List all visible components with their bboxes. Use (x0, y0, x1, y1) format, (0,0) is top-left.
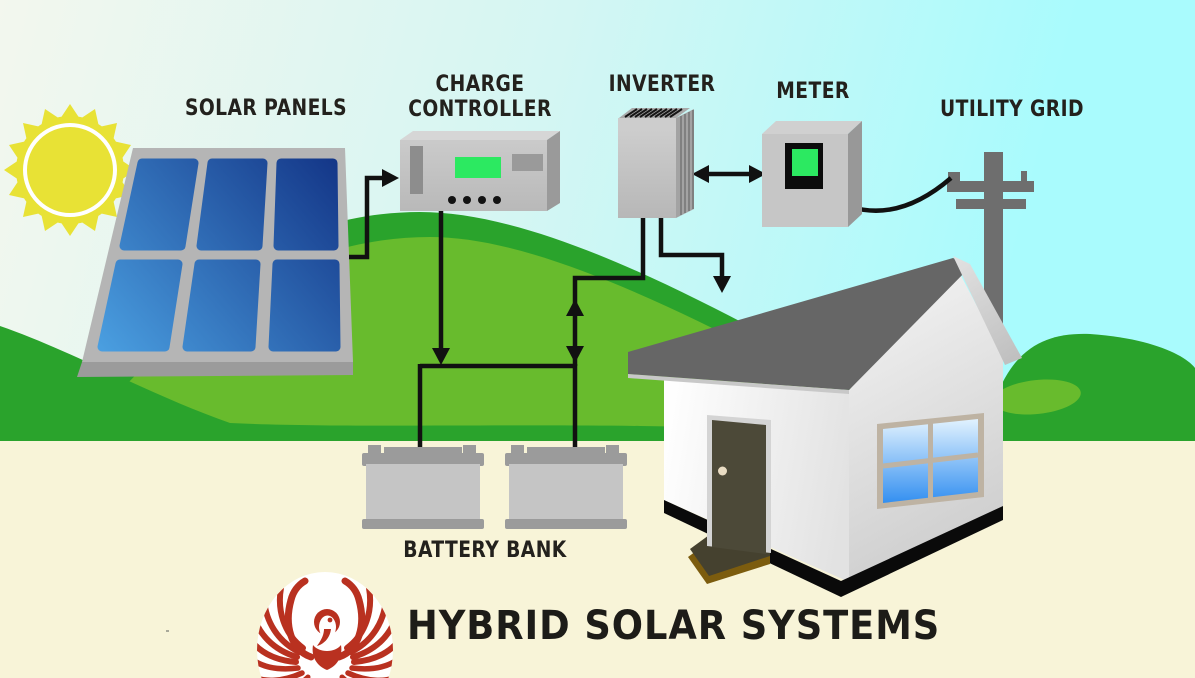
battery-right (505, 445, 627, 529)
label-solar-panels: SOLAR PANELS (184, 96, 348, 121)
label-charge-controller: CHARGE CONTROLLER (408, 72, 552, 122)
phoenix-logo-icon (257, 572, 393, 678)
connection-wires (349, 171, 953, 452)
label-inverter: INVERTER (608, 72, 716, 97)
meter-screen (792, 149, 818, 176)
left-hill (0, 326, 958, 441)
solar-panel-icon (77, 148, 353, 377)
sun-icon (4, 104, 136, 236)
house-icon (628, 256, 1022, 597)
right-hill (985, 333, 1195, 441)
controller-screen (455, 157, 501, 178)
meter-icon (762, 121, 862, 227)
door (707, 415, 771, 554)
label-meter: METER (776, 79, 850, 104)
meter-to-grid-wire (850, 176, 953, 213)
door-knob (718, 466, 727, 476)
roof (628, 258, 971, 390)
battery-bank-icon (362, 445, 627, 529)
window (877, 413, 984, 509)
label-battery-bank: BATTERY BANK (403, 538, 567, 563)
inverter-icon (618, 108, 694, 218)
battery-left (362, 445, 484, 529)
arrowheads (382, 165, 766, 365)
speck (166, 630, 169, 632)
charge-controller-icon (400, 131, 560, 211)
brand-title: HYBRID SOLAR SYSTEMS (407, 603, 941, 649)
label-utility-grid: UTILITY GRID (940, 97, 1084, 122)
